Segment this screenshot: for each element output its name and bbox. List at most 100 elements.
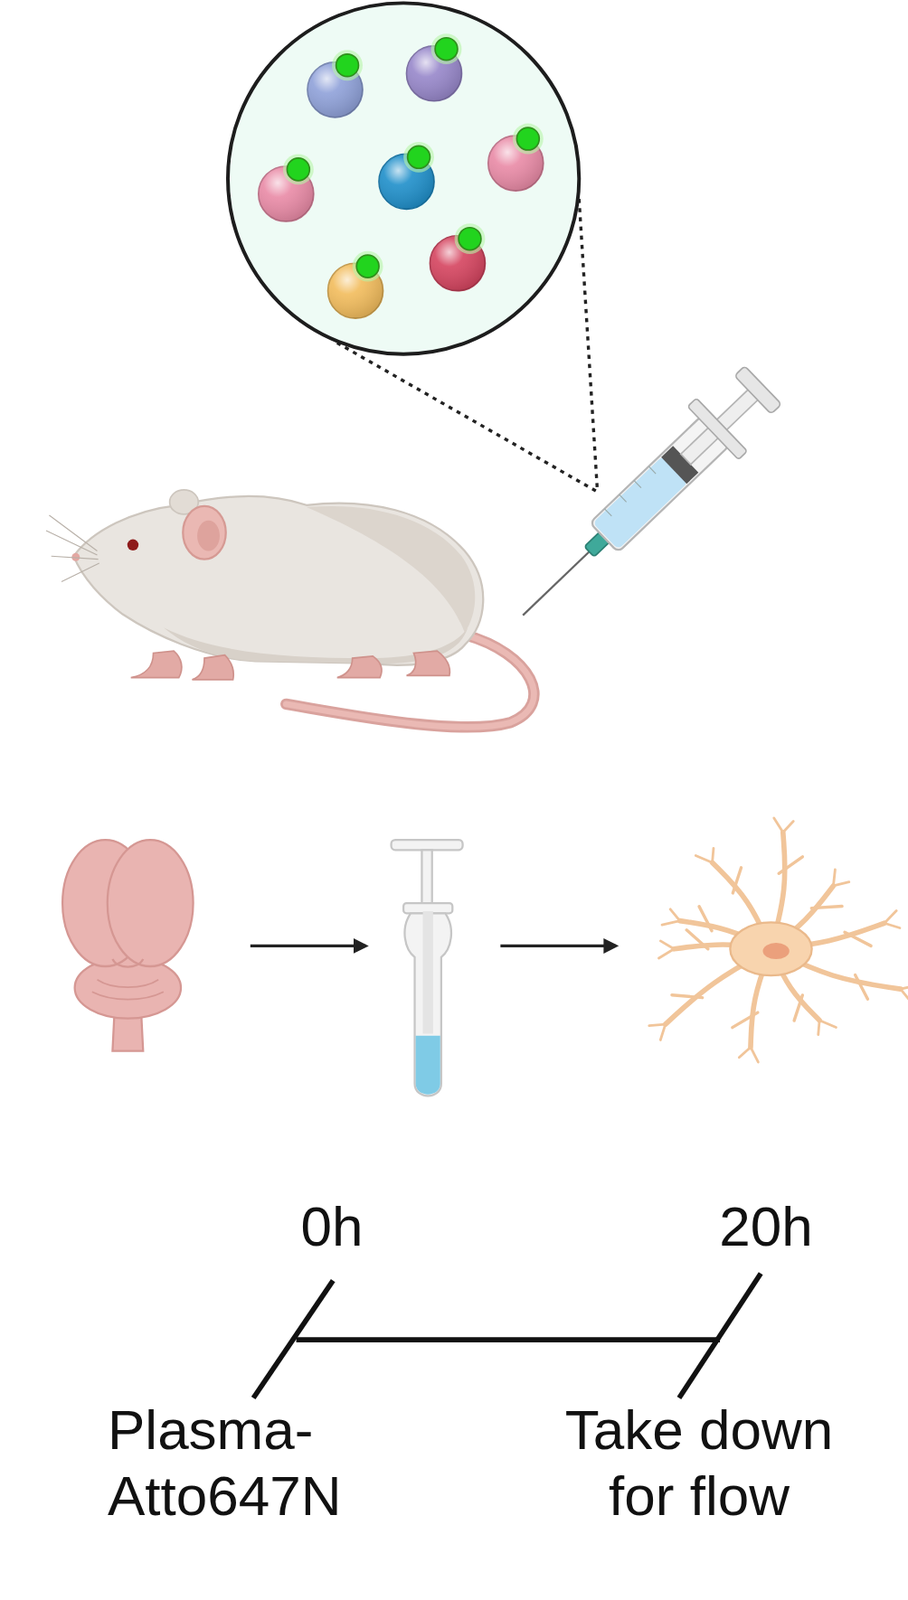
syringe-part — [604, 466, 656, 517]
mouse — [46, 490, 534, 728]
timeline — [253, 1274, 761, 1400]
mouse-part-part — [51, 556, 99, 559]
protein-spheres-part — [307, 49, 363, 118]
astrocyte-part-part — [660, 1024, 665, 1041]
mouse-part-part — [191, 655, 234, 681]
astrocyte-part-part — [844, 932, 871, 946]
mouse-part-part — [337, 656, 382, 679]
syringe-part — [687, 397, 748, 460]
brain-part — [107, 840, 194, 967]
protein-spheres-part — [378, 141, 435, 210]
astrocyte-part-part — [855, 974, 869, 1000]
astrocyte-part-part — [695, 855, 712, 863]
protein-spheres-part-part — [454, 223, 486, 255]
astrocyte-part-part — [778, 857, 803, 875]
astrocyte-part-part — [686, 930, 709, 950]
astrocyte-part-part — [750, 1047, 758, 1062]
astrocyte — [649, 818, 908, 1063]
protein-spheres-part-part — [407, 145, 431, 169]
process-arrows-part — [250, 945, 367, 948]
astrocyte-part-part — [660, 941, 674, 950]
astrocyte-part — [649, 818, 908, 1063]
mouse-part — [306, 506, 475, 634]
mouse-part-part — [131, 651, 182, 678]
syringe-part — [522, 550, 591, 616]
astrocyte-part-part — [811, 906, 842, 908]
homogenizer-part — [416, 1036, 441, 1096]
zoom-circle-part — [227, 2, 579, 354]
zoom-circle — [227, 2, 579, 354]
protein-spheres-part-part — [403, 141, 435, 173]
brain-part — [112, 959, 143, 967]
astrocyte-part-part — [794, 995, 803, 1022]
protein-spheres-part-part — [435, 37, 458, 61]
protein-spheres-part — [258, 153, 314, 222]
protein-spheres-part-part — [336, 54, 360, 77]
timeline-label: 0h — [241, 1193, 423, 1260]
timeline-label: Take down for flow — [536, 1397, 862, 1530]
timeline-label: Plasma- Atto647N — [107, 1397, 388, 1530]
mouse-part-part — [46, 530, 97, 556]
protein-spheres-part-part — [516, 127, 540, 151]
protein-spheres-part-part — [286, 158, 310, 181]
astrocyte-part-part — [832, 882, 849, 887]
protein-spheres — [258, 33, 544, 319]
astrocyte-part-part — [818, 1021, 820, 1036]
astrocyte-part-part — [738, 1047, 751, 1058]
homogenizer-part — [423, 911, 434, 1034]
syringe-part-part — [633, 481, 642, 489]
astrocyte-part-part — [712, 848, 714, 863]
homogenizer — [391, 840, 464, 1097]
mouse-part — [131, 651, 451, 681]
zoom-lines-part — [578, 198, 597, 492]
astrocyte-part-part — [732, 868, 741, 894]
astrocyte-part — [729, 922, 812, 976]
brain-part — [92, 980, 164, 1001]
protein-spheres-part-part — [356, 255, 379, 278]
astrocyte-part-part — [884, 923, 900, 928]
astrocyte-part-part — [819, 1021, 836, 1029]
protein-spheres-part-part — [431, 33, 463, 65]
astrocyte-part-part — [783, 822, 794, 833]
astrocyte-part — [762, 943, 789, 960]
mouse-part — [197, 520, 220, 552]
protein-spheres-part-part — [458, 227, 482, 251]
astrocyte-part-part — [649, 1024, 666, 1027]
mouse-part-part — [48, 515, 97, 552]
astrocyte-part-part — [658, 949, 674, 959]
timeline-part — [296, 1337, 720, 1344]
mouse-part — [127, 539, 139, 551]
mouse-part — [74, 496, 484, 666]
process-arrows-part — [500, 945, 616, 948]
astrocyte-part-part — [671, 995, 703, 999]
timeline-part — [253, 1281, 333, 1400]
astrocyte-part-part — [699, 907, 712, 932]
syringe-part-part — [604, 509, 612, 517]
protein-spheres-part-part — [512, 123, 544, 155]
timeline-part — [679, 1274, 761, 1400]
mouse-part-part — [406, 651, 451, 676]
mouse-part — [182, 506, 226, 560]
zoom-lines-part — [337, 342, 598, 492]
astrocyte-part-part — [732, 1012, 758, 1028]
protein-spheres-part — [406, 33, 463, 102]
mouse-part-part — [61, 563, 100, 582]
syringe-part — [734, 366, 782, 415]
mouse-part — [46, 515, 100, 582]
syringe-part-part — [619, 494, 627, 502]
protein-spheres-part — [429, 223, 485, 292]
astrocyte-part-part — [900, 989, 908, 1002]
astrocyte-part-part — [670, 909, 681, 922]
brain-part — [75, 957, 181, 1020]
astrocyte-part-part — [832, 870, 835, 887]
protein-spheres-part-part — [352, 251, 384, 283]
protein-spheres-part-part — [331, 49, 363, 81]
protein-spheres-part-part — [283, 153, 314, 185]
syringe-part-part — [648, 466, 656, 474]
syringe — [497, 359, 789, 643]
astrocyte-part-part — [662, 921, 681, 926]
syringe-part — [681, 388, 759, 464]
